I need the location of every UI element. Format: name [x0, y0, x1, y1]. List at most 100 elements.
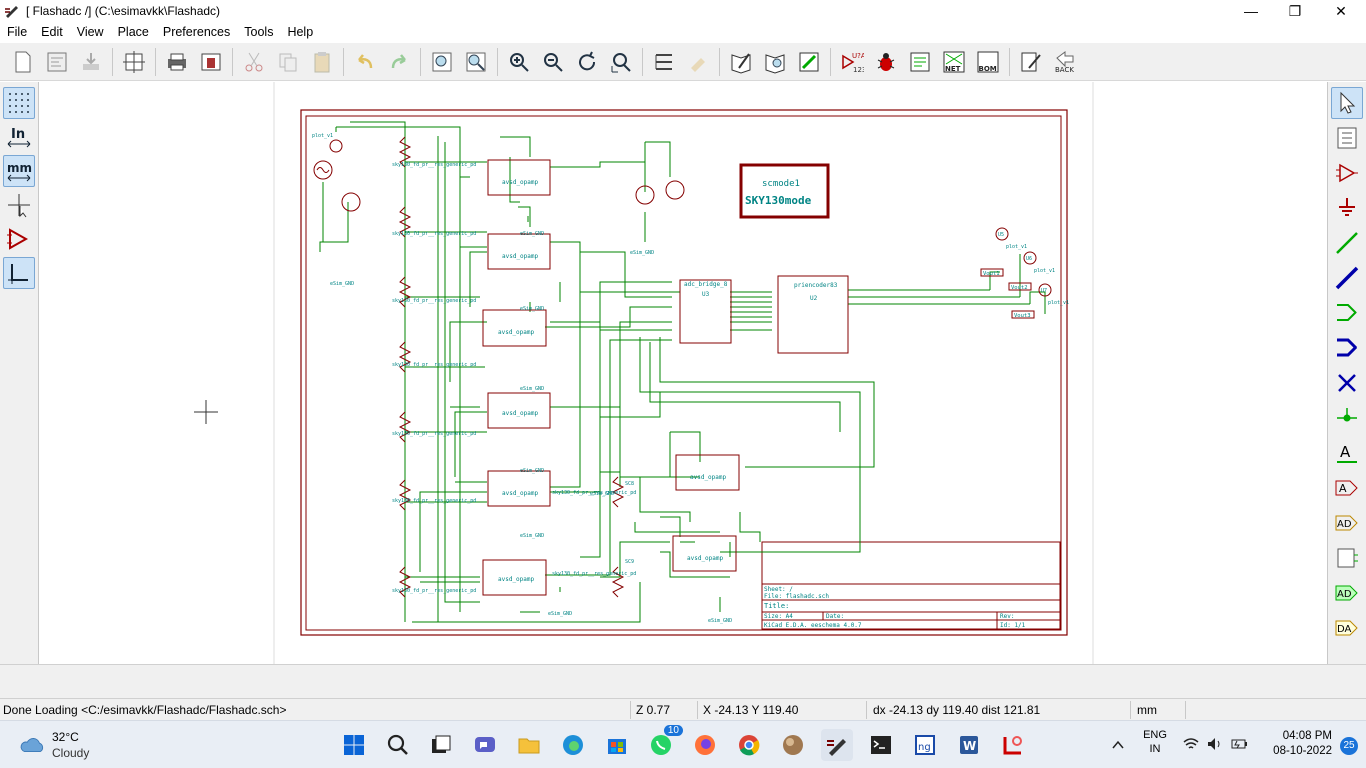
annotate-button[interactable]: U?A123 — [837, 47, 867, 77]
orthogonal-wire-button[interactable] — [3, 257, 35, 289]
no-connect-button[interactable] — [1331, 367, 1363, 399]
add-sheet-pin-button[interactable]: DA — [1331, 612, 1363, 644]
new-sheet-button[interactable] — [8, 47, 38, 77]
menu-place[interactable]: Place — [117, 25, 149, 39]
undo-button[interactable] — [350, 47, 380, 77]
global-label-button[interactable]: A — [1331, 472, 1363, 504]
task-view-button[interactable] — [425, 729, 457, 761]
save-button[interactable] — [76, 47, 106, 77]
hierarchical-sheet-button[interactable] — [1331, 542, 1363, 574]
menu-edit[interactable]: Edit — [41, 25, 63, 39]
place-bus-button[interactable] — [1331, 262, 1363, 294]
chrome-button[interactable] — [733, 729, 765, 761]
terminal-button[interactable] — [865, 729, 897, 761]
hidden-pins-button[interactable] — [3, 223, 35, 255]
word-button[interactable]: W — [953, 729, 985, 761]
adc-bridge-block[interactable]: adc_bridge_8 U3 — [679, 279, 732, 344]
copy-button[interactable] — [273, 47, 303, 77]
file-explorer-button[interactable] — [513, 729, 545, 761]
message-panel — [0, 664, 1366, 698]
hierarchy-tool-button[interactable] — [1331, 122, 1363, 154]
snipping-tool-button[interactable] — [997, 729, 1029, 761]
page-settings-button[interactable] — [119, 47, 149, 77]
weather-widget[interactable]: 32°C Cloudy — [18, 729, 118, 761]
battery-icon — [1231, 739, 1247, 749]
find-button[interactable] — [427, 47, 457, 77]
bus-to-bus-entry-button[interactable] — [1331, 332, 1363, 364]
sky130-model-block[interactable]: scmode1 SKY130mode — [739, 163, 830, 219]
erc-button[interactable] — [871, 47, 901, 77]
plot-button[interactable] — [196, 47, 226, 77]
netlist-button[interactable]: NET — [939, 47, 969, 77]
library-editor-button[interactable] — [726, 47, 756, 77]
cut-button[interactable] — [239, 47, 269, 77]
mm-label: mm — [7, 161, 32, 175]
hierarchy-navigator-button[interactable] — [649, 47, 679, 77]
zoom-in-button[interactable] — [504, 47, 534, 77]
edit-fields-button[interactable] — [1016, 47, 1046, 77]
menu-view[interactable]: View — [76, 25, 104, 39]
whatsapp-button[interactable]: 10 — [645, 725, 683, 761]
wire-to-bus-entry-button[interactable] — [1331, 297, 1363, 329]
select-tool-button[interactable] — [1331, 87, 1363, 119]
find-replace-icon — [466, 52, 486, 71]
start-button[interactable] — [338, 729, 370, 761]
encoder-block[interactable]: priencoder83 U2 — [777, 275, 849, 354]
open-button[interactable] — [42, 47, 72, 77]
show-grid-button[interactable] — [3, 87, 35, 119]
net-label-button[interactable]: A — [1331, 437, 1363, 469]
store-button[interactable] — [601, 729, 633, 761]
print-button[interactable] — [162, 47, 192, 77]
menu-preferences[interactable]: Preferences — [162, 25, 231, 39]
ngspice-button[interactable]: ng — [909, 729, 941, 761]
place-wire-button[interactable] — [1331, 227, 1363, 259]
edge-browser-button[interactable] — [557, 729, 589, 761]
eeschema-icon — [827, 739, 846, 756]
firefox-button[interactable] — [689, 729, 721, 761]
notification-badge[interactable]: 25 — [1340, 737, 1358, 755]
resistor-ladder[interactable] — [398, 136, 625, 598]
library-browser-button[interactable] — [760, 47, 790, 77]
voltage-sources[interactable] — [313, 160, 685, 212]
junction-button[interactable] — [1331, 402, 1363, 434]
bom-button[interactable]: BOM — [973, 47, 1003, 77]
generate-bom-button[interactable] — [905, 47, 935, 77]
hierarchical-label-button[interactable]: AD — [1331, 507, 1363, 539]
inch-units-button[interactable]: In — [3, 121, 35, 153]
paste-button[interactable] — [307, 47, 337, 77]
back-button[interactable]: BACK — [1050, 47, 1080, 77]
search-button[interactable] — [382, 729, 414, 761]
cursor-shape-button[interactable] — [3, 189, 35, 221]
leave-sheet-button[interactable] — [683, 47, 713, 77]
footprint-assign-button[interactable] — [794, 47, 824, 77]
place-power-button[interactable] — [1331, 192, 1363, 224]
find-replace-button[interactable] — [461, 47, 491, 77]
plot-probes[interactable] — [329, 139, 1052, 297]
menu-help[interactable]: Help — [287, 25, 314, 39]
zoom-fit-button[interactable] — [606, 47, 636, 77]
restore-button[interactable]: ❐ — [1288, 2, 1302, 19]
schematic-canvas[interactable]: Sheet: / File: flashadc.sch Title: Size:… — [40, 82, 1326, 664]
teams-chat-button[interactable] — [469, 729, 501, 761]
zoom-out-button[interactable] — [538, 47, 568, 77]
title-sheet: Sheet: / — [764, 586, 793, 593]
app-sphere-button[interactable] — [777, 729, 809, 761]
menu-tools[interactable]: Tools — [244, 25, 274, 39]
import-sheet-pin-button[interactable]: AD — [1331, 577, 1363, 609]
menu-file[interactable]: File — [7, 25, 28, 39]
show-hidden-icons-button[interactable] — [1110, 737, 1126, 753]
mm-units-button[interactable]: mm — [3, 155, 35, 187]
redo-button[interactable] — [384, 47, 414, 77]
minimize-button[interactable]: — — [1244, 3, 1258, 19]
windows-taskbar: 32°C Cloudy 10 ng W ENG IN 04:08 PM 08-1… — [0, 720, 1366, 768]
svg-text:A: A — [1340, 443, 1351, 461]
language-indicator[interactable]: ENG IN — [1138, 729, 1172, 761]
place-component-button[interactable] — [1331, 157, 1363, 189]
back-label: BACK — [1055, 66, 1074, 74]
redraw-button[interactable] — [572, 47, 602, 77]
close-button[interactable]: ✕ — [1335, 2, 1347, 19]
clock[interactable]: 04:08 PM 08-10-2022 — [1262, 730, 1332, 757]
eeschema-taskbar-button[interactable] — [821, 729, 853, 761]
system-tray[interactable] — [1182, 735, 1248, 755]
opamp-blocks[interactable] — [482, 159, 740, 596]
